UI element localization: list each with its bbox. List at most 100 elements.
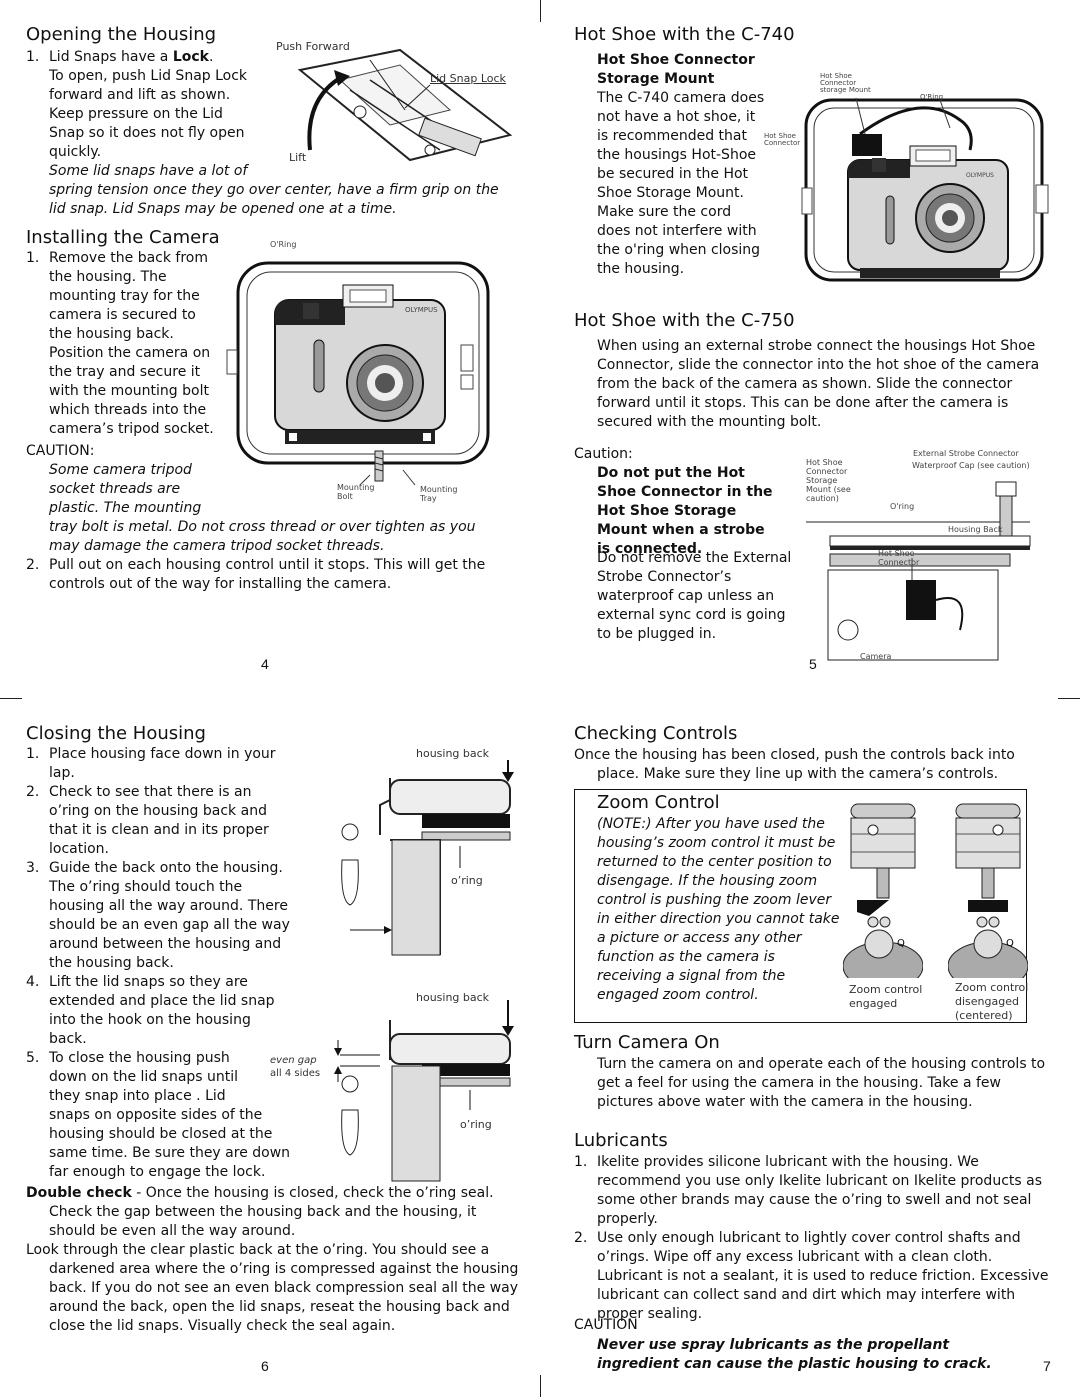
installing-line: the housing. The bbox=[49, 269, 167, 285]
opening-line: quickly. bbox=[49, 144, 102, 160]
c740-subheading: Hot Shoe Connector bbox=[597, 52, 755, 68]
installing-line: mounting tray for the bbox=[49, 288, 200, 304]
installing-caution-line: Some camera tripod bbox=[49, 462, 192, 478]
hot-shoe-c750-heading: Hot Shoe with the C-750 bbox=[574, 310, 795, 331]
checking-controls-paragraph: Once the housing has been closed, push t… bbox=[574, 747, 1015, 782]
caption-line: (centered) bbox=[955, 1009, 1013, 1022]
zoom-control-note: (NOTE:) After you have used the housing’… bbox=[597, 816, 840, 1003]
fig-lift: Lift bbox=[289, 151, 307, 164]
installing-line: Position the camera on bbox=[49, 345, 211, 361]
fig-housing-back-bottom: housing back bbox=[416, 991, 490, 1004]
opening-line: forward and lift as shown. bbox=[49, 87, 231, 103]
installing-line: which threads into the bbox=[49, 402, 207, 418]
opening-step-1-first: 1.Lid Snaps have a Lock. bbox=[26, 49, 214, 65]
lubricants-list: 1. Ikelite provides silicone lubricant w… bbox=[574, 1153, 1054, 1324]
opening-housing-heading: Opening the Housing bbox=[26, 24, 217, 45]
closing-figure-top bbox=[341, 760, 514, 956]
lubricant-item: 1. Ikelite provides silicone lubricant w… bbox=[574, 1153, 1054, 1229]
installing-step-2: 2. Pull out on each housing control unti… bbox=[26, 556, 506, 594]
step-line: back. bbox=[49, 1031, 87, 1047]
c740-line: the housings Hot-Shoe bbox=[597, 147, 756, 163]
svg-text:Q: Q bbox=[1006, 938, 1014, 949]
zoom-engaged-figure: Q bbox=[843, 803, 923, 978]
step-number: 1. bbox=[574, 1154, 588, 1170]
page-number-6: 6 bbox=[261, 1358, 269, 1374]
double-check-paragraph: Double check - Once the housing is close… bbox=[26, 1184, 514, 1241]
look-through-paragraph: Look through the clear plastic back at t… bbox=[26, 1242, 519, 1334]
c740-text: Hot Shoe Connector Storage Mount The C-7… bbox=[597, 51, 767, 279]
hot-shoe-c740-heading: Hot Shoe with the C-740 bbox=[574, 24, 795, 45]
caption-line: disengaged bbox=[955, 995, 1019, 1008]
fig-push-forward: Push Forward bbox=[276, 40, 350, 53]
c750-caution-label: Caution: bbox=[574, 446, 633, 462]
opening-line: Keep pressure on the Lid bbox=[49, 106, 223, 122]
step-line: To close the housing push bbox=[49, 1050, 230, 1066]
c740-fig-oring: O'Ring bbox=[920, 93, 944, 101]
c740-line: does not interfere with bbox=[597, 223, 757, 239]
caption-line: Zoom control bbox=[955, 981, 1029, 994]
zoom-control-heading: Zoom Control bbox=[597, 792, 720, 813]
lock-word: Lock bbox=[172, 49, 209, 65]
double-check-label: Double check bbox=[26, 1185, 132, 1201]
step-line: snaps on opposite sides of the bbox=[49, 1107, 263, 1123]
installing-camera-heading: Installing the Camera bbox=[26, 227, 220, 248]
fig-all-sides: all 4 sides bbox=[270, 1068, 321, 1079]
fig-lid-snap-lock: Lid Snap Lock bbox=[430, 72, 506, 85]
step-line: same time. Be sure they are down bbox=[49, 1145, 291, 1161]
c740-line: Make sure the cord bbox=[597, 204, 732, 220]
installing-caution-rest: tray bolt is metal. Do not cross thread … bbox=[49, 519, 476, 554]
step-line: Check to see that there is an bbox=[49, 784, 252, 800]
installing-line: the housing back. bbox=[49, 326, 174, 342]
step-number: 1. bbox=[26, 250, 40, 266]
opening-line: To open, push Lid Snap Lock bbox=[49, 68, 248, 84]
step-line: they snap into place . Lid bbox=[49, 1088, 226, 1104]
closing-step: 5. To close the housing push down on the… bbox=[26, 1049, 296, 1182]
fig-brand-label: OLYMPUS bbox=[405, 306, 438, 314]
double-check-text: - Once the housing is closed, check the … bbox=[49, 1185, 494, 1239]
c740-line: the housing. bbox=[597, 261, 685, 277]
c740-line: Shoe Storage Mount. bbox=[597, 185, 744, 201]
fold-mark-left bbox=[0, 698, 22, 699]
c740-figure bbox=[801, 97, 1049, 282]
step-text: Lid Snaps have a bbox=[49, 49, 169, 65]
c750-caution-2: Do not remove the External Strobe Connec… bbox=[597, 550, 792, 642]
c750-fig-cap: Waterproof Cap (see caution) bbox=[912, 461, 1030, 470]
step-text: Pull out on each housing control until i… bbox=[49, 557, 486, 592]
step-number: 2. bbox=[26, 784, 40, 800]
fig-mounting-bolt: Mounting Bolt bbox=[337, 483, 375, 501]
installing-line: camera’s tripod socket. bbox=[49, 421, 214, 437]
step-line: Guide the back onto the housing. bbox=[49, 860, 283, 876]
c740-line: not have a hot shoe, it bbox=[597, 109, 756, 125]
step-number: 5. bbox=[26, 1050, 40, 1066]
lubricants-caution-text: Never use spray lubricants as the propel… bbox=[597, 1337, 992, 1372]
lubricant-item: 2. Use only enough lubricant to lightly … bbox=[574, 1229, 1054, 1324]
step-line: The o’ring should touch the bbox=[49, 879, 243, 895]
step-number: 2. bbox=[574, 1230, 588, 1246]
step-line: around between the housing and bbox=[49, 936, 282, 952]
opening-step-1: 1.Lid Snaps have a Lock. To open, push L… bbox=[26, 48, 286, 181]
step-number: 2. bbox=[26, 557, 40, 573]
c740-line: the o'ring when closing bbox=[597, 242, 761, 258]
step-line: the housing back. bbox=[49, 955, 174, 971]
c750-fig-storage: Hot Shoe Connector Storage Mount (see ca… bbox=[806, 458, 851, 503]
zoom-disengaged-caption: Zoom control disengaged (centered) bbox=[955, 981, 1028, 1023]
page-number-4: 4 bbox=[261, 656, 269, 672]
installing-line: Remove the back from bbox=[49, 250, 208, 266]
step-line: down on the lid snaps until bbox=[49, 1069, 239, 1085]
step-number: 1. bbox=[26, 746, 40, 762]
c750-paragraph: When using an external strobe connect th… bbox=[597, 338, 1040, 430]
step-line: into the hook on the housing bbox=[49, 1012, 251, 1028]
crop-mark-bottom bbox=[540, 1375, 541, 1397]
turn-camera-on-heading: Turn Camera On bbox=[574, 1032, 720, 1053]
step-line: housing all the way around. There bbox=[49, 898, 288, 914]
step-line: should be an even gap all the way bbox=[49, 917, 290, 933]
step-line: lap. bbox=[49, 765, 75, 781]
fig-housing-back-top: housing back bbox=[416, 747, 490, 760]
step-line: far enough to engage the lock. bbox=[49, 1164, 266, 1180]
zoom-disengaged-figure: Q bbox=[948, 803, 1028, 978]
closing-step: 4. Lift the lid snaps so they are extend… bbox=[26, 973, 296, 1049]
closing-steps: 1. Place housing face down in your lap. … bbox=[26, 745, 296, 1182]
step-line: Place housing face down in your bbox=[49, 746, 276, 762]
c750-fig-oring: O'ring bbox=[890, 502, 915, 511]
step-line: Lift the lid snaps so they are bbox=[49, 974, 248, 990]
